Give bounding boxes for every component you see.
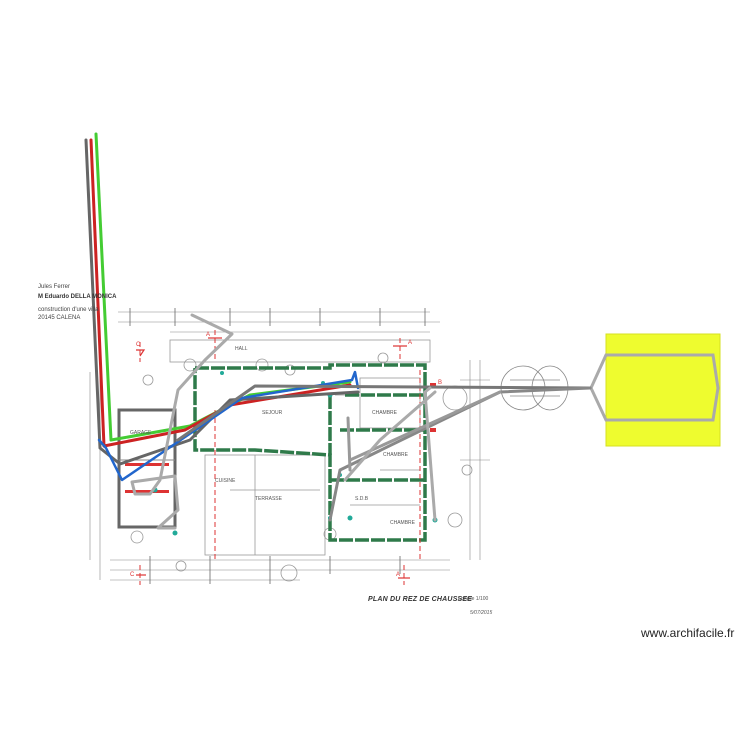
watermark: www.archifacile.fr <box>641 626 735 640</box>
dimension-lines <box>89 311 490 581</box>
plan-title: PLAN DU REZ DE CHAUSSEE <box>368 596 473 603</box>
plan-scale: Echelle 1/100 <box>458 596 489 602</box>
gray-branch-2 <box>348 390 502 462</box>
zone-outline <box>589 353 720 422</box>
blue-line <box>97 370 360 482</box>
light-gray-line <box>130 313 234 530</box>
section-mark-b: B <box>438 380 443 386</box>
room-label-cuisine: CUISINE <box>215 478 236 484</box>
garage-walls <box>117 408 177 529</box>
gray-branch-1 <box>328 386 592 522</box>
dimension-ticks <box>129 308 426 584</box>
room-label-chambre-3: CHAMBRE <box>390 520 416 526</box>
section-lines <box>139 330 421 585</box>
section-mark-a-top: A <box>206 332 211 338</box>
red-line <box>89 138 352 448</box>
room-label-hall: HALL <box>235 346 248 352</box>
section-mark-a-right: A <box>408 340 413 346</box>
network-lines <box>84 132 592 530</box>
room-label-sejour: SEJOUR <box>262 410 283 416</box>
gray-stub-2 <box>423 386 437 522</box>
yellow-zone <box>605 333 721 447</box>
room-label-garage: GARAGE <box>130 430 152 436</box>
gray-stub <box>346 416 352 472</box>
walls <box>193 363 427 542</box>
dark-gray-line <box>84 138 360 466</box>
gray-branch-3 <box>343 390 437 482</box>
room-label-sdb: S.D.B <box>355 496 369 502</box>
room-label-chambre-1: CHAMBRE <box>383 452 409 458</box>
section-mark-c-top: C <box>136 342 141 348</box>
title-block-line1: Jules Ferrer <box>38 284 71 290</box>
plan-date: 5/07/2015 <box>470 610 493 616</box>
title-block-line3: construction d'une villa <box>38 307 99 313</box>
section-arrows <box>136 337 410 579</box>
room-label-terrasse: TERRASSE <box>255 496 282 502</box>
title-block-owner: M Eduardo DELLA MONICA <box>38 294 117 300</box>
room-label-chambre-2: CHAMBRE <box>372 410 398 416</box>
red-markers <box>125 383 436 493</box>
section-mark-c-bottom: C <box>130 572 135 578</box>
section-mark-a-bottom: A <box>396 572 401 578</box>
main-gray-line <box>176 384 592 442</box>
title-block-line4: 20145 CALENA <box>38 315 81 321</box>
